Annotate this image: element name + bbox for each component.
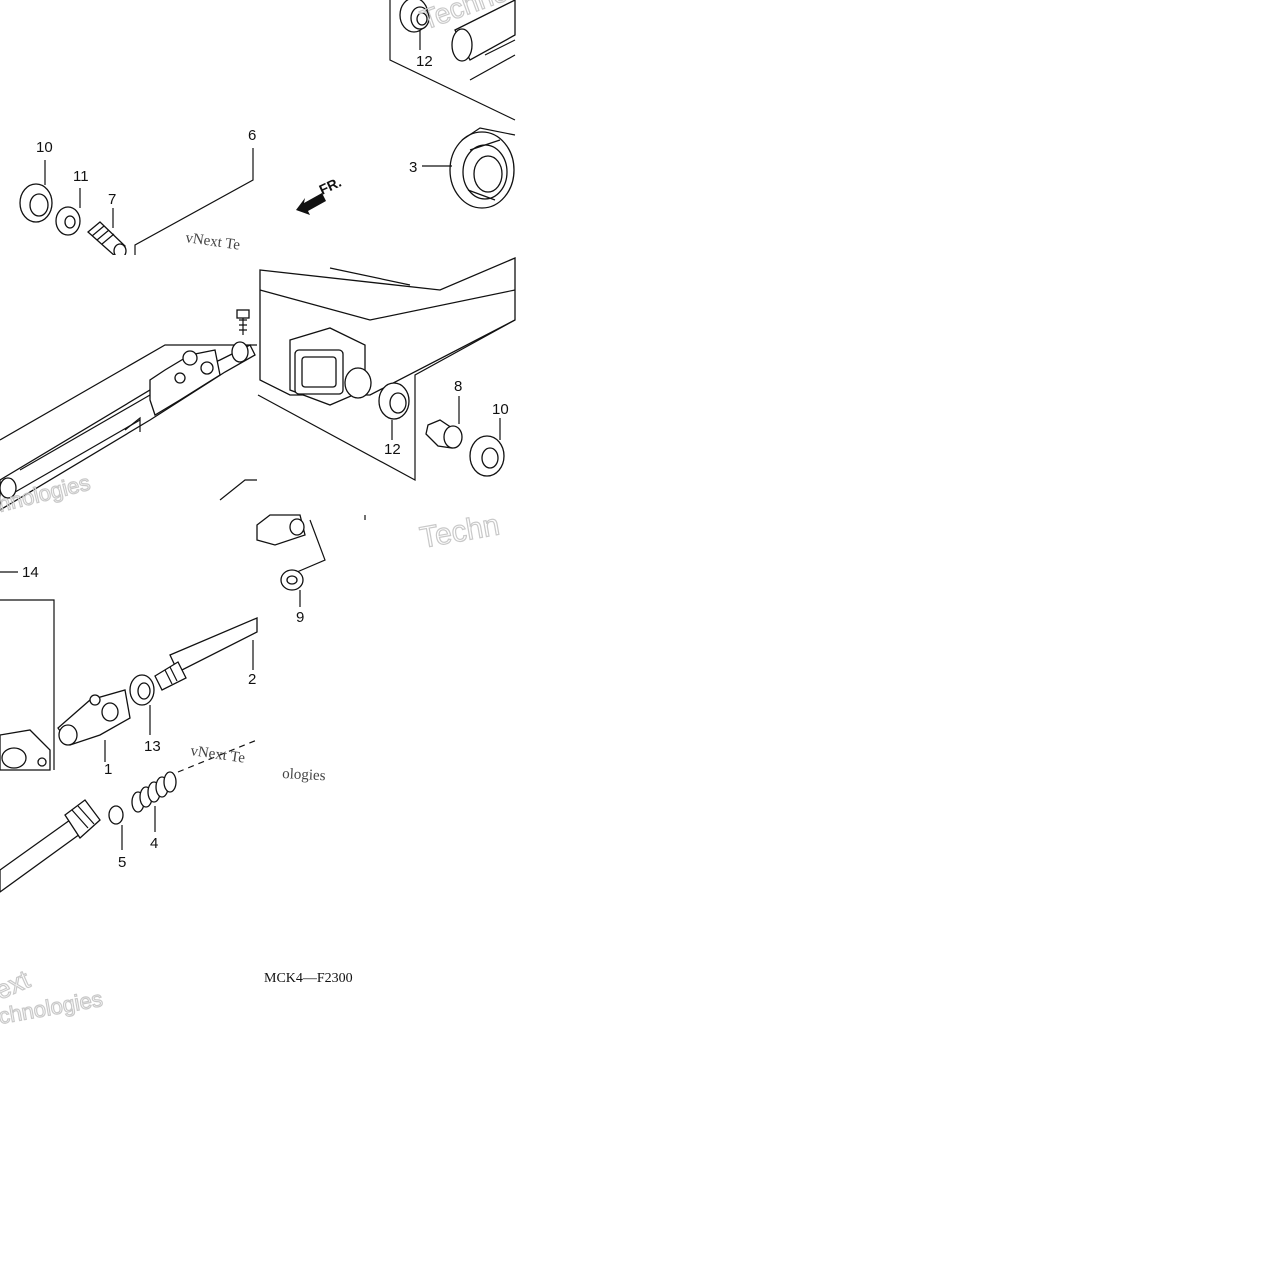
washer-part-11 — [55, 206, 81, 236]
nut-part-9 — [280, 569, 304, 591]
swingarm-right-panel — [257, 257, 516, 482]
pivot-bolt-part-7 — [87, 221, 127, 259]
callout-13: 13 — [144, 738, 161, 755]
watermark-2: vNext Te — [184, 230, 241, 254]
final-drive-housing — [0, 729, 51, 771]
tube-part — [451, 0, 516, 81]
bearing-part-12-top — [399, 0, 430, 33]
callout-3: 3 — [409, 159, 417, 176]
housing-part-3 — [449, 127, 516, 209]
nut-part-10-right — [469, 435, 505, 477]
drive-shaft-part-2 — [154, 617, 258, 691]
nut-part-10-left — [19, 183, 53, 223]
bearing-part-12-right — [344, 367, 410, 420]
callout-14: 14 — [22, 564, 39, 581]
callout-11: 11 — [73, 168, 89, 185]
bracket-detail — [149, 341, 249, 416]
callout-1: 1 — [104, 761, 112, 778]
callout-2: 2 — [248, 671, 256, 688]
callout-9: 9 — [296, 609, 304, 626]
callout-10-right: 10 — [492, 401, 509, 418]
watermark-4: Techn — [417, 508, 502, 554]
front-direction-label: FR. — [317, 174, 344, 198]
output-shaft — [0, 799, 101, 893]
universal-joint-part-1 — [57, 689, 131, 746]
callout-12-bottom: 12 — [384, 441, 401, 458]
upper-right-panel — [389, 0, 516, 209]
callout-7: 7 — [108, 191, 116, 208]
callout-10-left: 10 — [36, 139, 53, 156]
diagram-code: MCK4—F2300 — [264, 971, 353, 986]
callout-8: 8 — [454, 378, 462, 395]
swingarm-left-panel — [0, 255, 257, 515]
callout-labels: 12 3 10 11 7 6 8 10 12 9 14 2 13 1 5 4 — [22, 53, 509, 871]
watermark-6: ologies — [282, 766, 326, 784]
front-direction-arrow: FR. — [296, 174, 344, 215]
pivot-bolt-part-8 — [425, 419, 463, 449]
drive-shaft-assembly — [0, 571, 258, 893]
middle-connector — [256, 514, 366, 607]
callout-12-top: 12 — [416, 53, 433, 70]
snap-ring-part-5 — [108, 805, 124, 825]
callout-4: 4 — [150, 835, 158, 852]
spring-part-4 — [131, 771, 177, 813]
callout-5: 5 — [118, 854, 126, 871]
callout-6: 6 — [248, 127, 256, 144]
watermark-5: vNext Te — [189, 743, 246, 767]
left-upper-fasteners — [19, 160, 127, 259]
oil-seal-part-13 — [129, 674, 155, 706]
bolt-detail — [236, 309, 250, 335]
